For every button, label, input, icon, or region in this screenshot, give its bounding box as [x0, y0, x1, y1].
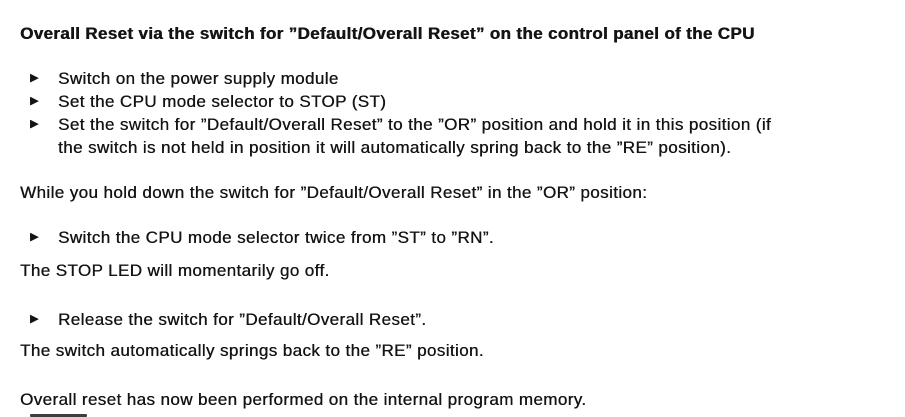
bullet-arrow-icon: ▶	[30, 231, 39, 243]
bullet-text-line: Set the CPU mode selector to STOP (ST)	[58, 92, 387, 111]
bullet-text-line: the switch is not held in position it wi…	[58, 138, 732, 157]
bullet-text: Release the switch for ”Default/Overall …	[58, 308, 899, 331]
bullet-arrow-icon: ▶	[30, 95, 39, 107]
paragraph: The STOP LED will momentarily go off.	[20, 261, 330, 280]
bullet-text: Set the CPU mode selector to STOP (ST)	[58, 90, 899, 113]
bullet-text-line: Set the switch for ”Default/Overall Rese…	[58, 115, 772, 134]
bullet-item: ▶ Set the CPU mode selector to STOP (ST)	[20, 90, 899, 113]
paragraph: While you hold down the switch for ”Defa…	[20, 183, 648, 202]
bullet-text: Switch the CPU mode selector twice from …	[58, 226, 899, 249]
bullet-arrow-icon: ▶	[30, 313, 39, 325]
bullet-item: ▶ Switch the CPU mode selector twice from…	[20, 226, 899, 249]
bullet-item: ▶ Switch on the power supply module	[20, 67, 899, 90]
bullet-item: ▶ Set the switch for ”Default/Overall Res…	[20, 113, 899, 159]
bullet-text-line: Release the switch for ”Default/Overall …	[58, 310, 427, 329]
scan-artifact	[30, 414, 87, 417]
bullet-text: Set the switch for ”Default/Overall Rese…	[58, 113, 899, 159]
bullet-text: Switch on the power supply module	[58, 67, 899, 90]
bullet-text-line: Switch the CPU mode selector twice from …	[58, 228, 494, 247]
paragraph: The switch automatically springs back to…	[20, 341, 484, 360]
document-heading: Overall Reset via the switch for ”Defaul…	[20, 24, 755, 43]
bullet-arrow-icon: ▶	[30, 118, 39, 130]
bullet-text-line: Switch on the power supply module	[58, 69, 339, 88]
paragraph: Overall reset has now been performed on …	[20, 390, 587, 409]
bullet-item: ▶ Release the switch for ”Default/Overall…	[20, 308, 899, 331]
bullet-arrow-icon: ▶	[30, 72, 39, 84]
